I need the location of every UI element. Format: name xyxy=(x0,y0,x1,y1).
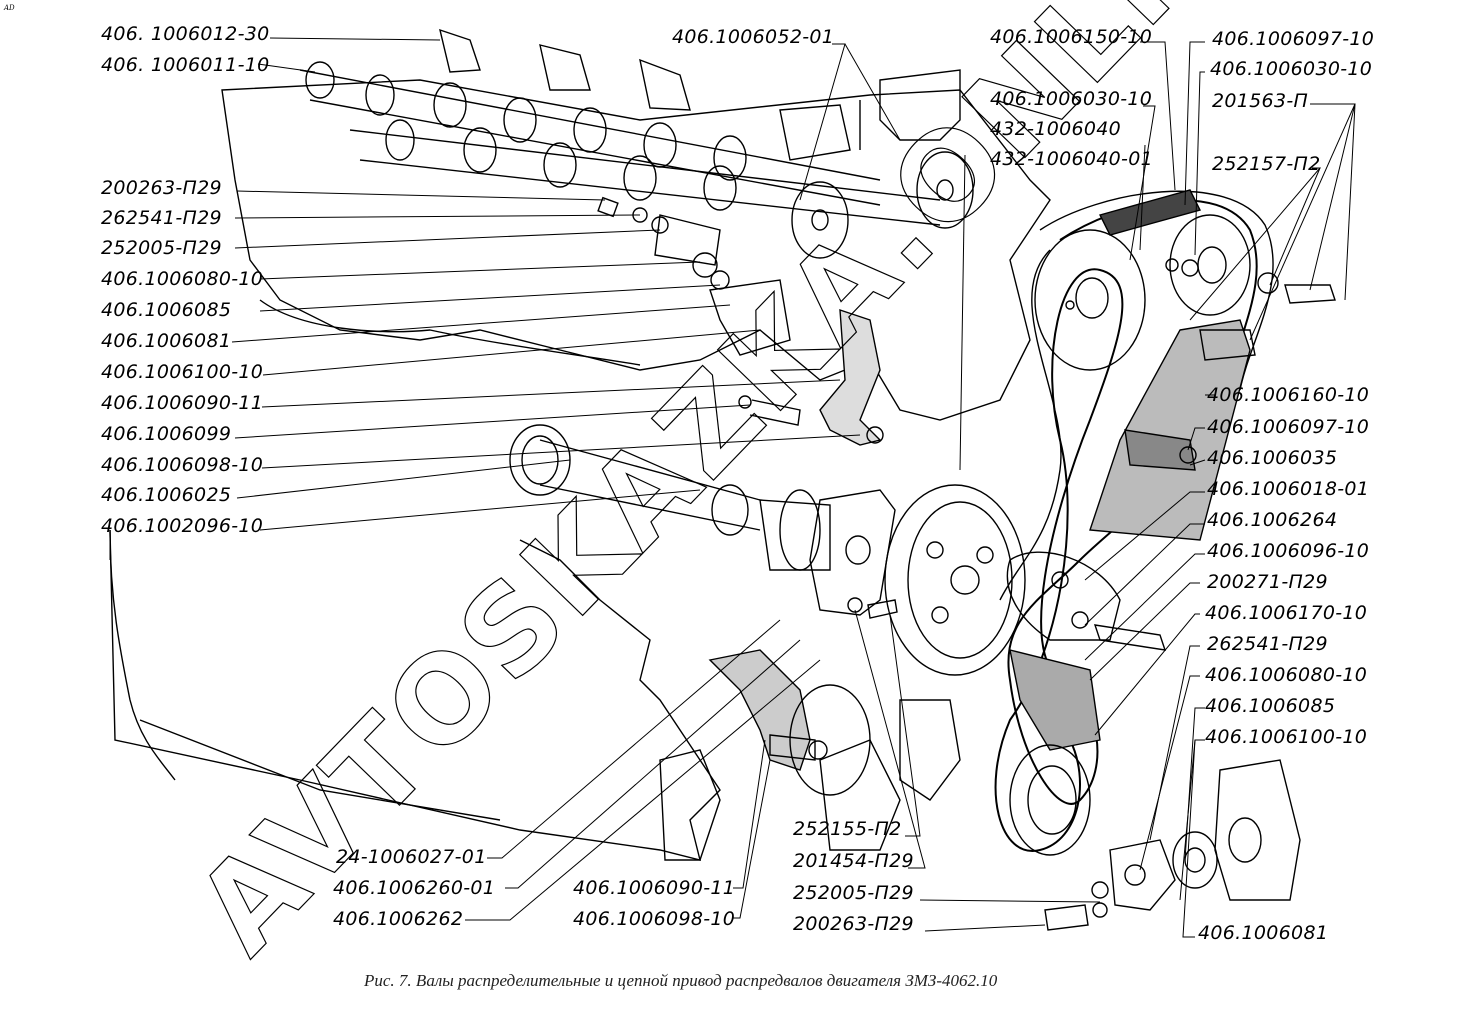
part-label: 406.1006150-10 xyxy=(990,26,1153,48)
part-label: 24-1006027-01 xyxy=(336,846,487,868)
camshaft-intake xyxy=(350,120,940,225)
tensioner-body xyxy=(1125,430,1195,470)
timing-chain-outer xyxy=(1040,191,1273,390)
sprocket-bolt xyxy=(1166,259,1335,303)
part-label: 200263-П29 xyxy=(793,913,914,935)
upper-chain-guide xyxy=(820,310,880,445)
part-label: 262541-П29 xyxy=(1207,633,1328,655)
part-label: 406.1006096-10 xyxy=(1207,540,1370,562)
part-label: 406.1006080-10 xyxy=(1205,664,1368,686)
corner-mark: AD xyxy=(4,4,15,12)
block-bottom-pad-2 xyxy=(900,700,960,800)
flange-hub xyxy=(846,536,870,564)
part-label: 406.1006090-11 xyxy=(101,392,264,414)
lever-end xyxy=(1072,612,1088,628)
tensioner-bolt xyxy=(1200,330,1255,360)
part-label: 252155-П2 xyxy=(793,818,902,840)
part-label: 406.1006098-10 xyxy=(573,908,736,930)
part-label: 252005-П29 xyxy=(101,237,222,259)
part-label: 201454-П29 xyxy=(793,850,914,872)
part-label: 406.1006097-10 xyxy=(1212,28,1375,50)
part-label: 406.1006099 xyxy=(101,423,232,445)
figure-caption: Рис. 7. Валы распределительные и цепной … xyxy=(364,971,998,990)
part-label: 406.1006264 xyxy=(1207,509,1338,531)
intermediate-shaft xyxy=(510,425,830,570)
part-label: 406.1006170-10 xyxy=(1205,602,1368,624)
part-label: 406.1006018-01 xyxy=(1207,478,1370,500)
part-label: 406.1006030-10 xyxy=(1210,58,1373,80)
lower-chain-guide xyxy=(1010,650,1100,750)
part-label: 406.1006262 xyxy=(333,908,464,930)
part-label: 406. 1006011-10 xyxy=(101,54,270,76)
timing-chain-left xyxy=(1000,250,1061,600)
part-label: 406.1006052-01 xyxy=(672,26,835,48)
part-label: 406.1006085 xyxy=(101,299,232,321)
part-label: 406.1006080-10 xyxy=(101,268,264,290)
part-label: 201563-П xyxy=(1212,90,1309,112)
tensioner-pivot xyxy=(1180,447,1196,463)
part-label: 406.1006035 xyxy=(1207,447,1338,469)
part-label: 406.1002096-10 xyxy=(101,515,264,537)
camshaft-flanges xyxy=(792,152,973,258)
engine-block-outline xyxy=(110,530,720,860)
part-label: 406.1006100-10 xyxy=(101,361,264,383)
block-right-foot xyxy=(660,750,720,860)
part-label: 432-1006040-01 xyxy=(990,148,1153,170)
part-label: 252157-П2 xyxy=(1212,153,1321,175)
leader-lines xyxy=(110,38,1355,937)
intermediate-shaft-flange xyxy=(810,490,895,615)
crankshaft-sprocket xyxy=(1010,745,1090,855)
part-label: 406.1006025 xyxy=(101,484,232,506)
part-label: 406.1006090-11 xyxy=(573,877,736,899)
part-label: 406.1006081 xyxy=(1198,922,1329,944)
cam-sprocket-left xyxy=(1035,230,1145,370)
intermediate-sprocket xyxy=(885,485,1025,675)
camshaft-exhaust xyxy=(300,30,880,205)
part-label: 406.1006098-10 xyxy=(101,454,264,476)
part-label: 406. 1006012-30 xyxy=(101,23,270,45)
part-label: 432-1006040 xyxy=(990,118,1122,140)
part-label: 406.1006085 xyxy=(1205,695,1336,717)
upper-tensioner xyxy=(598,198,790,355)
tensioner-shoe xyxy=(1090,320,1250,540)
part-label: 406.1006260-01 xyxy=(333,877,496,899)
tensioner-lever xyxy=(1007,552,1120,640)
part-label: 262541-П29 xyxy=(101,207,222,229)
cylinder-head-outline xyxy=(222,80,1050,420)
oil-pump-drive xyxy=(790,685,870,795)
lever-bolt xyxy=(1095,625,1165,650)
part-label: 200263-П29 xyxy=(101,177,222,199)
upper-chain-damper xyxy=(1100,190,1200,235)
part-label: 252005-П29 xyxy=(793,882,914,904)
block-lower-edge xyxy=(140,720,500,820)
block-bottom-pad xyxy=(820,740,900,850)
lever-pivot xyxy=(1052,572,1068,588)
part-label: 200271-П29 xyxy=(1207,571,1328,593)
block-left-edge xyxy=(110,530,175,780)
guide-pivot-sleeve xyxy=(770,735,815,760)
bearing-caps xyxy=(780,70,960,160)
part-label: 406.1006097-10 xyxy=(1207,416,1370,438)
flange-bolt xyxy=(868,600,897,618)
guide-pivot xyxy=(809,741,827,759)
part-label: 406.1006030-10 xyxy=(990,88,1153,110)
part-label: 406.1006100-10 xyxy=(1205,726,1368,748)
part-label: 406.1006081 xyxy=(101,330,232,352)
head-gasket-line xyxy=(260,300,640,365)
hydraulic-tensioner xyxy=(1045,760,1300,930)
guide-bolt xyxy=(739,396,883,443)
flange-washer xyxy=(848,598,862,612)
part-label: 406.1006160-10 xyxy=(1207,384,1370,406)
